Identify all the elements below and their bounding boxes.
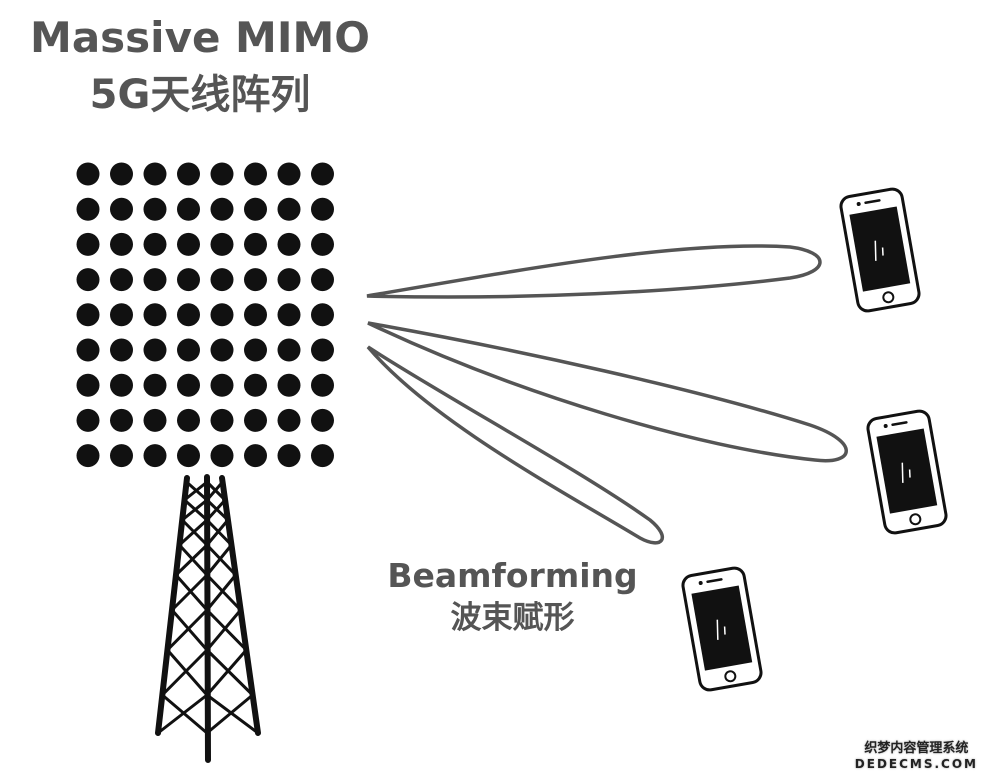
antenna-element (177, 268, 200, 292)
antenna-element (110, 232, 133, 256)
antenna-element (277, 444, 301, 468)
antenna-element (76, 444, 100, 468)
antenna-element (311, 303, 334, 327)
antenna-element (143, 303, 167, 327)
antenna-element (76, 268, 100, 292)
antenna-element (244, 232, 267, 256)
antenna-element (244, 197, 267, 221)
antenna-element (210, 444, 234, 468)
antenna-element (110, 444, 133, 468)
antenna-element (143, 373, 167, 397)
antenna-element (277, 197, 301, 221)
antenna-element (110, 197, 133, 221)
beam-lobe-3 (366, 345, 664, 545)
smartphone-icon (681, 566, 763, 692)
antenna-element (76, 408, 100, 432)
antenna-element (110, 303, 133, 327)
watermark: 织梦内容管理系统 DEDECMS.COM (855, 741, 978, 771)
antenna-element (110, 338, 133, 362)
beam-lobe-1 (366, 244, 822, 299)
smartphone-icon (866, 409, 948, 535)
title-line-1: Massive MIMO (30, 13, 370, 62)
antenna-element (177, 197, 200, 221)
antenna-element (277, 338, 301, 362)
tower-icon (155, 474, 261, 763)
antenna-element (277, 268, 301, 292)
antenna-element (110, 373, 133, 397)
antenna-element (311, 232, 334, 256)
watermark-line-2: DEDECMS.COM (854, 757, 978, 771)
antenna-element (311, 162, 334, 186)
antenna-element (210, 373, 234, 397)
title-line-2: 5G天线阵列 (89, 72, 311, 118)
antenna-element (311, 197, 334, 221)
antenna-element (244, 303, 267, 327)
antenna-element (277, 303, 301, 327)
beamforming-label-cn: 波束赋形 (450, 600, 575, 636)
antenna-element (76, 162, 100, 186)
antenna-element (177, 408, 200, 432)
antenna-element (244, 408, 267, 432)
antenna-element (277, 373, 301, 397)
beam-lobe-2 (367, 321, 848, 463)
antenna-element (76, 303, 100, 327)
antenna-element (277, 408, 301, 432)
antenna-element (177, 232, 200, 256)
antenna-element (143, 338, 167, 362)
antenna-element (143, 162, 167, 186)
antenna-element (177, 444, 200, 468)
antenna-element (311, 373, 334, 397)
antenna-element (177, 162, 200, 186)
antenna-element (210, 338, 234, 362)
antenna-element (110, 162, 133, 186)
antenna-element (143, 408, 167, 432)
watermark-line-1: 织梦内容管理系统 (864, 741, 969, 756)
antenna-array (76, 162, 334, 468)
antenna-element (244, 373, 267, 397)
antenna-element (244, 268, 267, 292)
antenna-element (210, 303, 234, 327)
antenna-element (110, 268, 133, 292)
antenna-element (76, 338, 100, 362)
antenna-element (177, 373, 200, 397)
antenna-element (76, 373, 100, 397)
antenna-element (277, 232, 301, 256)
beam-lobes (366, 244, 848, 545)
antenna-element (143, 444, 167, 468)
antenna-element (210, 162, 234, 186)
antenna-element (311, 268, 334, 292)
antenna-element (76, 232, 100, 256)
antenna-element (143, 197, 167, 221)
antenna-element (277, 162, 301, 186)
smartphone-icon (839, 187, 921, 313)
antenna-element (244, 162, 267, 186)
antenna-element (244, 338, 267, 362)
antenna-element (210, 232, 234, 256)
antenna-element (210, 268, 234, 292)
antenna-element (311, 408, 334, 432)
antenna-element (143, 232, 167, 256)
antenna-element (76, 197, 100, 221)
antenna-element (177, 338, 200, 362)
antenna-element (311, 444, 334, 468)
antenna-element (110, 408, 133, 432)
antenna-element (210, 408, 234, 432)
antenna-element (210, 197, 234, 221)
beamforming-label: Beamforming (387, 556, 638, 595)
antenna-element (244, 444, 267, 468)
antenna-element (311, 338, 334, 362)
antenna-element (143, 268, 167, 292)
antenna-element (177, 303, 200, 327)
